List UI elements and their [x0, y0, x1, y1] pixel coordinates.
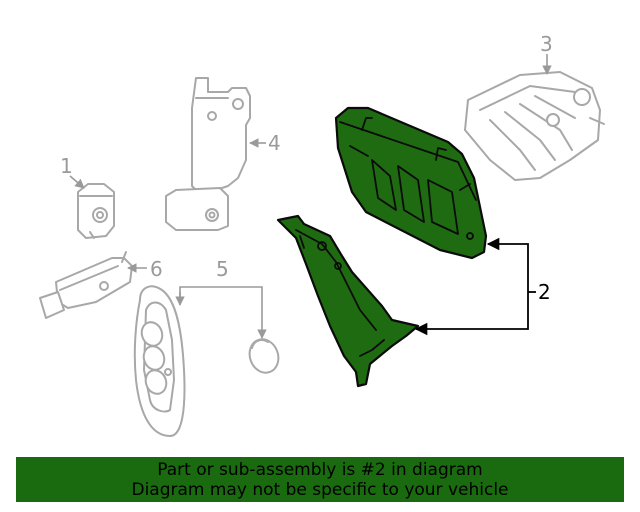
callout-1: 1	[60, 154, 73, 178]
callout-5: 5	[216, 257, 229, 281]
part-4-bracket	[165, 77, 251, 231]
part-1-sensor	[77, 183, 115, 239]
part-3-housing	[464, 71, 605, 181]
banner-line-1: Part or sub-assembly is #2 in diagram	[157, 460, 483, 480]
callout-4: 4	[268, 131, 281, 155]
banner-line-2: Diagram may not be specific to your vehi…	[131, 480, 509, 500]
callout-6: 6	[150, 257, 163, 281]
callout-2: 2	[538, 280, 551, 304]
part-6-antenna	[39, 251, 133, 319]
part-2-bracket	[276, 214, 420, 388]
part-2-control-module	[334, 106, 488, 260]
info-banner: Part or sub-assembly is #2 in diagram Di…	[16, 457, 624, 502]
part-5-key-fob	[133, 285, 186, 437]
part-5-battery	[248, 338, 280, 374]
callout-3: 3	[540, 32, 553, 56]
parts-diagram: 3 4 1 6	[39, 32, 605, 437]
